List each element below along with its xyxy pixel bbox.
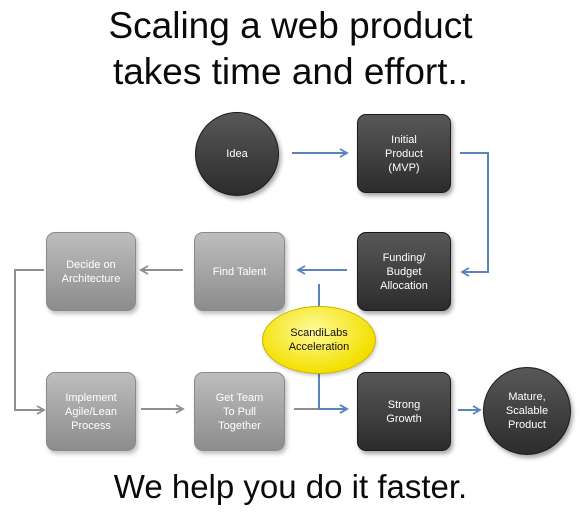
node-idea-label: Idea <box>226 148 248 160</box>
node-strong-growth: Strong Growth <box>357 372 451 451</box>
title-line-2: takes time and effort.. <box>112 51 469 92</box>
node-scandilabs-acceleration: ScandiLabs Acceleration <box>262 306 376 374</box>
node-funding-label: Funding/ Budget Allocation <box>380 251 428 292</box>
arrow-mvp-to-funding <box>460 152 489 277</box>
node-get-team-label: Get Team To Pull Together <box>215 391 264 432</box>
title-line-1: Scaling a web product <box>108 5 473 46</box>
node-idea: Idea <box>195 112 279 196</box>
node-decide-architecture: Decide on Architecture <box>46 232 136 311</box>
node-find-talent-label: Find Talent <box>212 265 267 278</box>
arrow-architecture-to-agile <box>14 269 46 415</box>
node-find-talent: Find Talent <box>194 232 285 311</box>
node-funding: Funding/ Budget Allocation <box>357 232 451 311</box>
node-implement-agile-label: Implement Agile/Lean Process <box>65 391 117 432</box>
node-strong-growth-label: Strong Growth <box>386 398 422 425</box>
node-initial-product: Initial Product (MVP) <box>357 114 451 193</box>
footer-tagline: We help you do it faster. <box>113 468 468 505</box>
node-get-team: Get Team To Pull Together <box>194 372 285 451</box>
node-mature-product: Mature, Scalable Product <box>483 367 571 455</box>
node-scandilabs-label: ScandiLabs Acceleration <box>288 327 350 353</box>
node-mature-label: Mature, Scalable Product <box>505 391 549 431</box>
node-initial-product-label: Initial Product (MVP) <box>385 133 423 174</box>
node-implement-agile: Implement Agile/Lean Process <box>46 372 136 451</box>
node-decide-architecture-label: Decide on Architecture <box>61 258 121 285</box>
